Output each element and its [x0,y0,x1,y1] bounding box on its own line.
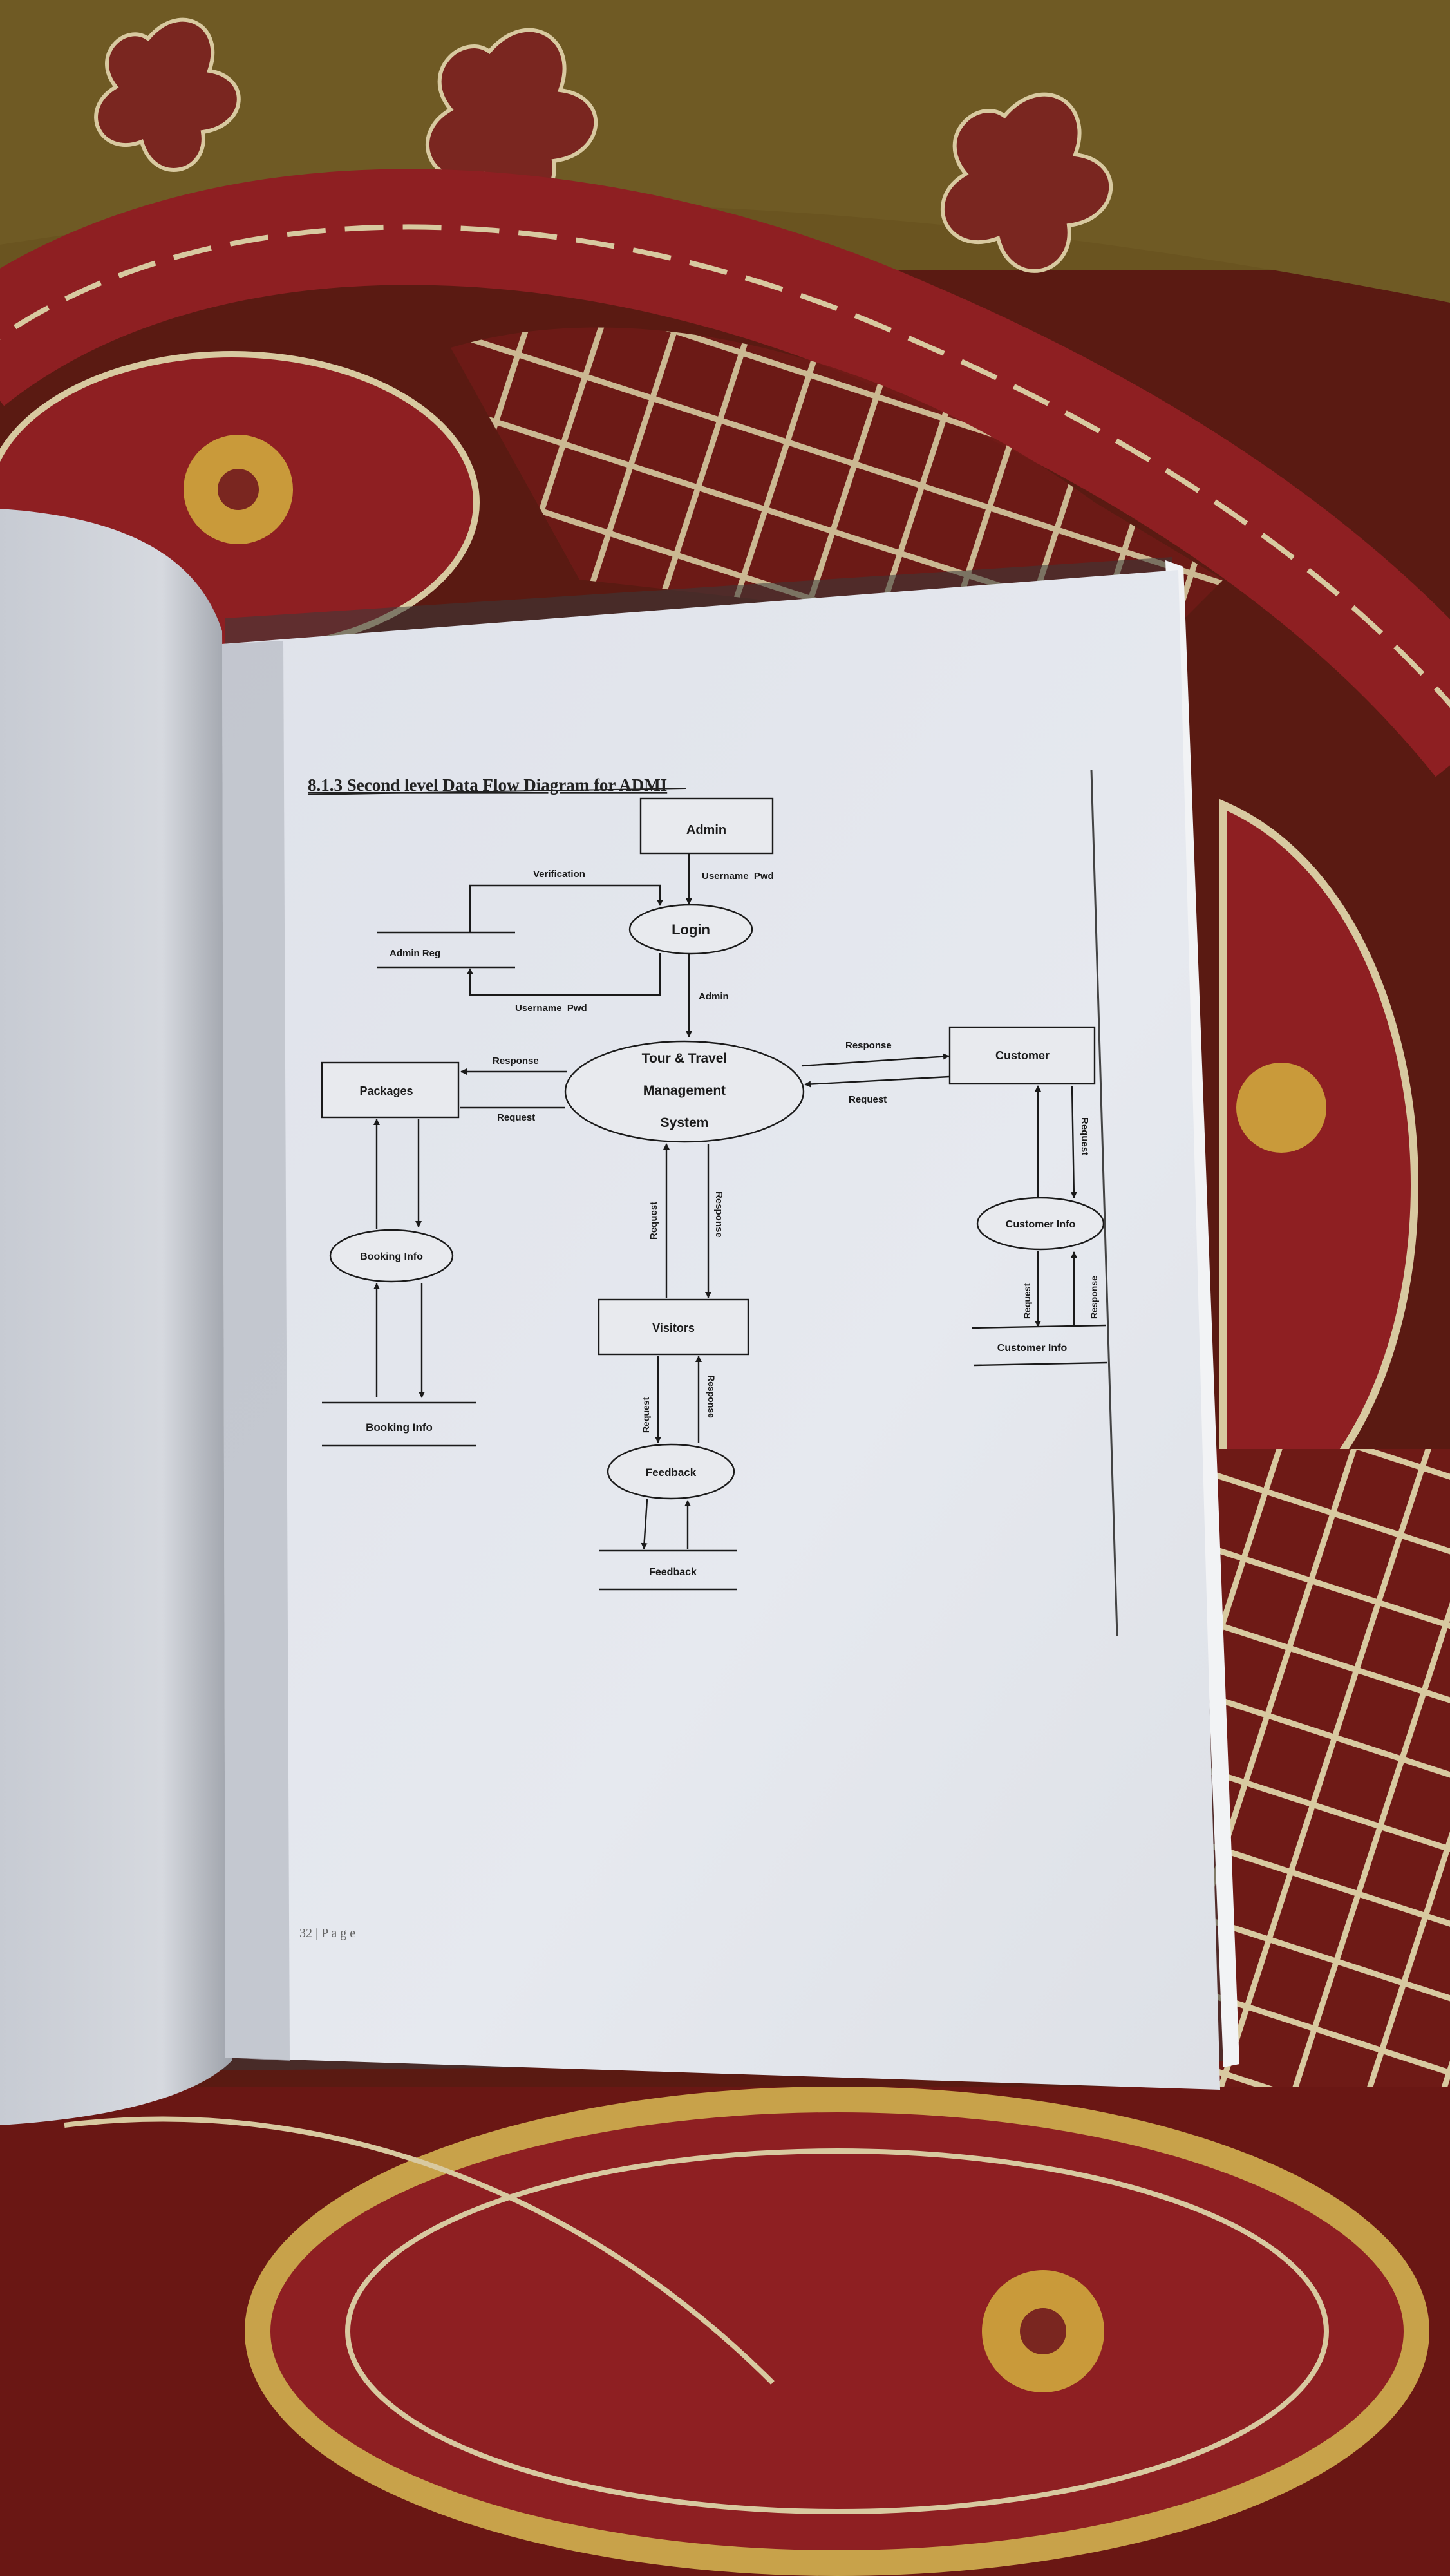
flow-request-cust-store: Request [1022,1283,1032,1319]
login-process [628,904,753,955]
feedback-store-label: Feedback [649,1567,697,1578]
flow-response-visitors: Response [713,1191,724,1238]
margin-rule [1090,769,1118,1636]
system-label-1: Tour & Travel [642,1051,728,1066]
customer-info-process-label: Customer Info [1006,1219,1076,1230]
flow-verification: Verification [533,869,585,880]
flow-request-customer: Request [849,1094,887,1105]
admin-entity-label: Admin [686,823,726,837]
flow-request-feedback: Request [641,1397,651,1433]
system-process [564,1040,805,1143]
booking-info-process [329,1229,454,1283]
feedback-process [607,1443,735,1500]
page-content: 8.1.3 Second level Data Flow Diagram for… [299,769,1118,1940]
customer-entity-label: Customer [995,1049,1050,1062]
flow-username-pwd-bottom: Username_Pwd [515,1003,587,1014]
data-flow-diagram: Admin Login Username_Pwd Admin Reg Verif… [321,797,1108,1591]
flow-request-visitors: Request [648,1202,659,1240]
customer-info-store-label: Customer Info [997,1343,1068,1354]
system-label-3: System [661,1115,709,1130]
flow-username-pwd-top: Username_Pwd [702,871,774,882]
visitors-entity-label: Visitors [652,1321,695,1334]
packages-entity-label: Packages [359,1084,413,1097]
open-book: 8.1.3 Second level Data Flow Diagram for… [0,509,1239,2125]
customer-info-process [976,1197,1105,1251]
feedback-process-label: Feedback [646,1466,697,1479]
admin-entity [639,797,774,855]
flow-request-cust-info: Request [1079,1117,1090,1155]
flow-response-packages: Response [493,1056,539,1066]
visitors-entity [598,1298,749,1356]
flow-response-customer: Response [845,1040,892,1051]
flow-request-packages: Request [497,1112,535,1123]
flow-admin: Admin [699,991,729,1002]
booking-info-store-label: Booking Info [366,1421,433,1434]
system-label-2: Management [643,1083,726,1098]
flow-response-cust-store: Response [1089,1276,1099,1319]
packages-entity [321,1061,460,1119]
login-process-label: Login [672,922,710,938]
customer-entity [948,1026,1096,1085]
booking-info-process-label: Booking Info [360,1251,423,1262]
admin-reg-store-label: Admin Reg [390,948,440,959]
page-footer: 32 | P a g e [299,1926,355,1940]
left-page [0,509,232,2125]
flow-response-feedback: Response [706,1375,717,1418]
